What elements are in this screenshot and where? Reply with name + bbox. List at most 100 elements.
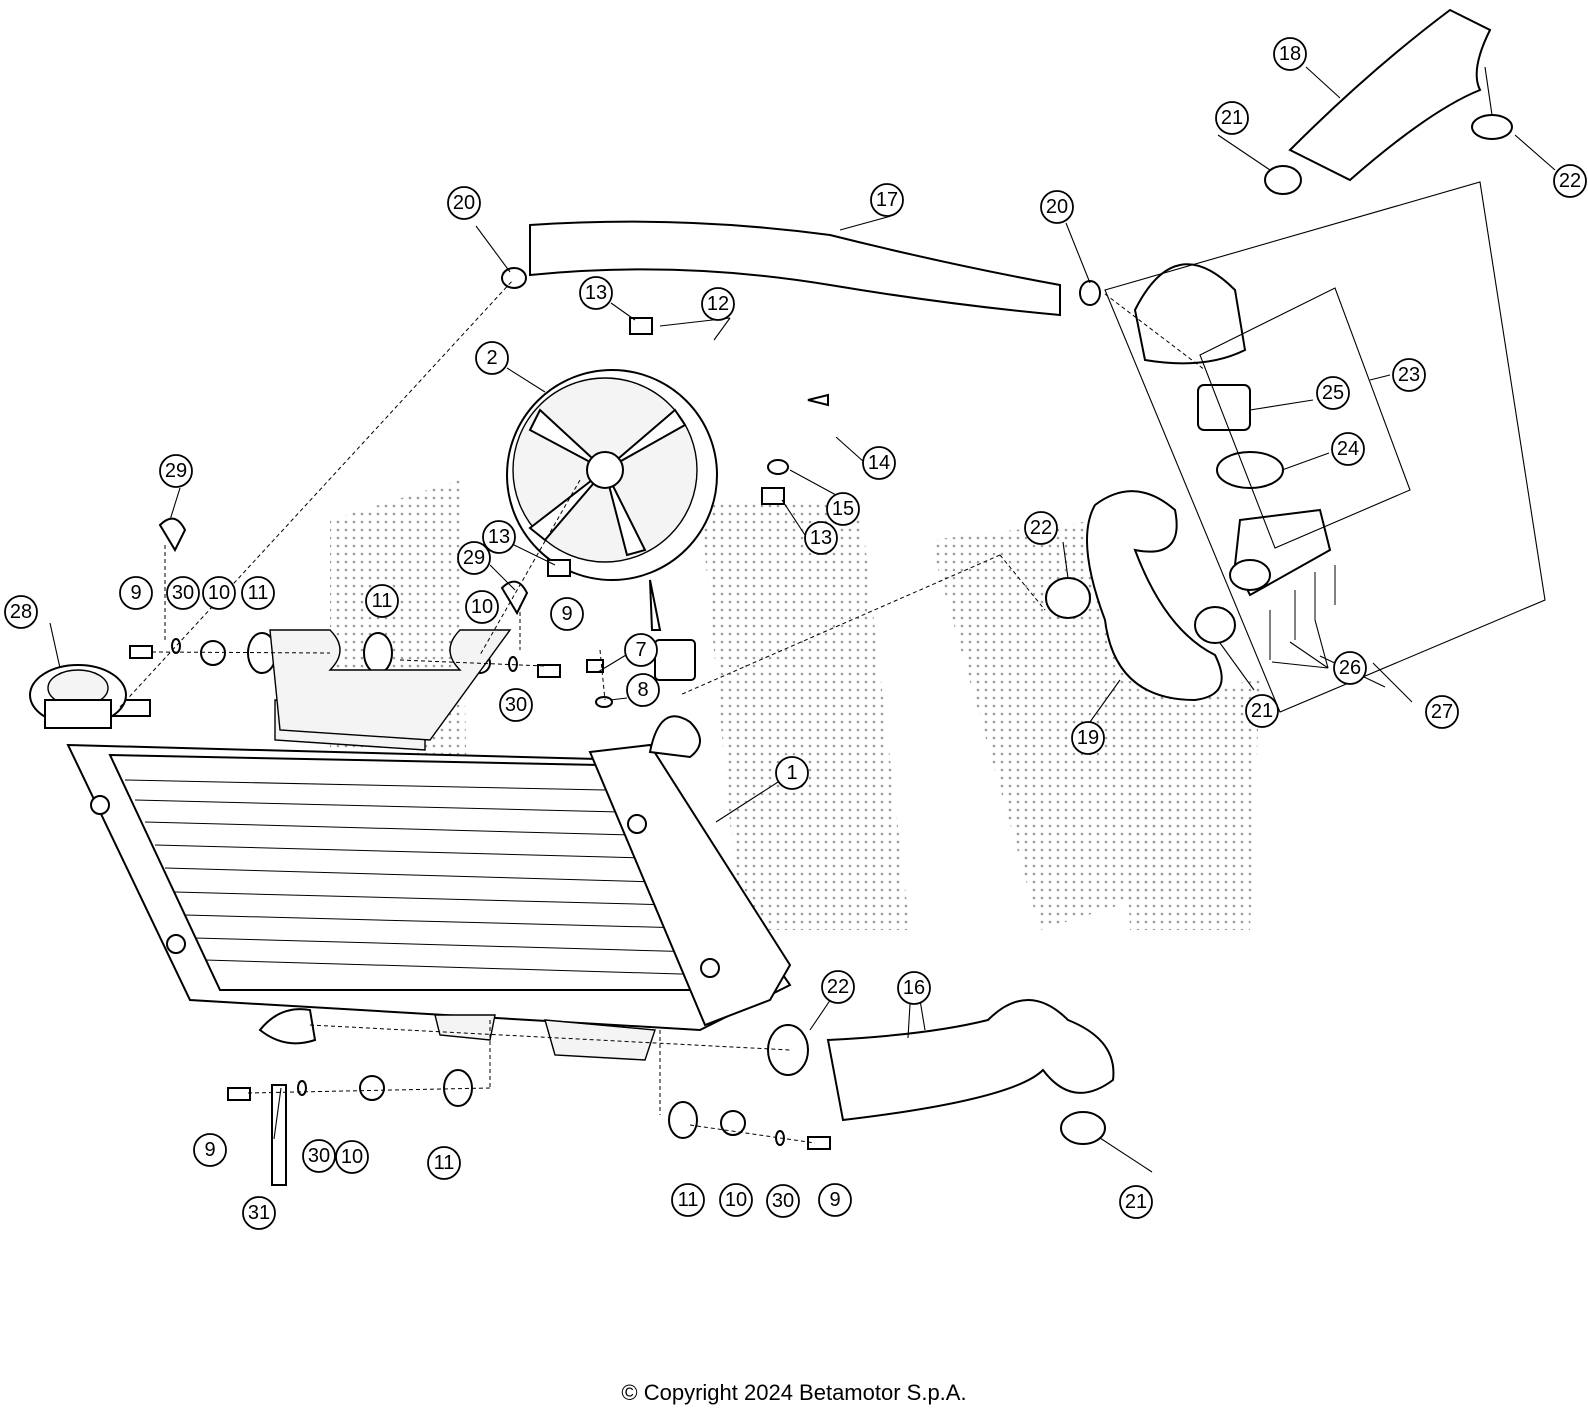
hose-18 <box>1288 8 1492 182</box>
callout-17: 17 <box>870 183 904 217</box>
svg-text:2: 2 <box>486 347 497 369</box>
hose-17 <box>529 220 1061 317</box>
callout-2: 2 <box>475 341 509 375</box>
radiator <box>66 699 792 1045</box>
callout-11: 11 <box>241 576 275 610</box>
svg-text:10: 10 <box>208 582 230 604</box>
svg-text:21: 21 <box>1221 107 1243 129</box>
callout-11: 11 <box>427 1146 461 1180</box>
callout-7: 7 <box>624 633 658 667</box>
svg-text:29: 29 <box>165 460 187 482</box>
callout-13: 13 <box>804 521 838 555</box>
svg-text:22: 22 <box>1559 170 1581 192</box>
svg-text:30: 30 <box>505 694 527 716</box>
svg-text:28: 28 <box>10 601 32 623</box>
callout-11: 11 <box>671 1183 705 1217</box>
callout-19: 19 <box>1071 721 1105 755</box>
thermostat-assembly <box>1133 263 1336 660</box>
callout-29: 29 <box>159 454 193 488</box>
callout-27: 27 <box>1425 695 1459 729</box>
svg-text:30: 30 <box>172 582 194 604</box>
svg-text:10: 10 <box>341 1146 363 1168</box>
callout-9: 9 <box>193 1133 227 1167</box>
callout-30: 30 <box>766 1184 800 1218</box>
callout-21: 21 <box>1245 694 1279 728</box>
callout-1: 1 <box>775 756 809 790</box>
svg-text:26: 26 <box>1339 657 1361 679</box>
svg-text:9: 9 <box>204 1139 215 1161</box>
svg-text:17: 17 <box>876 189 898 211</box>
leader-lines <box>49 66 1556 1173</box>
svg-text:11: 11 <box>248 582 269 604</box>
svg-text:21: 21 <box>1251 700 1273 722</box>
callout-10: 10 <box>335 1140 369 1174</box>
callout-30: 30 <box>499 688 533 722</box>
svg-text:29: 29 <box>463 547 485 569</box>
svg-text:30: 30 <box>772 1190 794 1212</box>
svg-text:13: 13 <box>488 526 510 548</box>
callout-20: 20 <box>1040 190 1074 224</box>
callout-28: 28 <box>4 595 38 629</box>
callout-9: 9 <box>818 1183 852 1217</box>
svg-text:11: 11 <box>678 1189 699 1211</box>
svg-text:30: 30 <box>308 1145 330 1167</box>
callout-9: 9 <box>119 576 153 610</box>
radiator-cap <box>29 664 127 729</box>
callout-18: 18 <box>1273 37 1307 71</box>
copyright-notice: © Copyright 2024 Betamotor S.p.A. <box>621 1380 967 1405</box>
svg-text:9: 9 <box>561 603 572 625</box>
callout-23: 23 <box>1392 358 1426 392</box>
callout-22: 22 <box>1024 511 1058 545</box>
svg-text:24: 24 <box>1337 438 1359 460</box>
svg-text:22: 22 <box>827 976 849 998</box>
mounting-bracket <box>269 629 512 741</box>
callout-30: 30 <box>166 576 200 610</box>
hose-19 <box>1086 490 1223 702</box>
svg-text:10: 10 <box>725 1189 747 1211</box>
svg-text:11: 11 <box>372 590 393 612</box>
callout-29: 29 <box>457 541 491 575</box>
svg-text:31: 31 <box>248 1202 270 1224</box>
callout-13: 13 <box>579 276 613 310</box>
callout-8: 8 <box>626 673 660 707</box>
assembly-frames <box>1104 181 1546 713</box>
callout-24: 24 <box>1331 432 1365 466</box>
svg-text:20: 20 <box>453 192 475 214</box>
assembly-lines <box>119 279 1206 1144</box>
callout-31: 31 <box>242 1196 276 1230</box>
svg-text:8: 8 <box>637 679 648 701</box>
svg-text:19: 19 <box>1077 727 1099 749</box>
svg-text:10: 10 <box>471 596 493 618</box>
svg-text:25: 25 <box>1322 382 1344 404</box>
callout-21: 21 <box>1215 101 1249 135</box>
svg-text:1: 1 <box>786 762 797 784</box>
svg-text:11: 11 <box>434 1152 455 1174</box>
svg-text:21: 21 <box>1125 1191 1147 1213</box>
callout-11: 11 <box>365 584 399 618</box>
callout-10: 10 <box>719 1183 753 1217</box>
callouts: 1 2 7 8 9 9 9 9 10 10 10 10 11 11 11 11 … <box>4 37 1587 1230</box>
svg-text:9: 9 <box>130 582 141 604</box>
callout-12: 12 <box>701 287 735 321</box>
svg-text:13: 13 <box>585 282 607 304</box>
callout-26: 26 <box>1333 651 1367 685</box>
callout-22: 22 <box>1553 164 1587 198</box>
callout-22: 22 <box>821 970 855 1004</box>
svg-text:27: 27 <box>1431 701 1453 723</box>
svg-text:9: 9 <box>829 1189 840 1211</box>
callout-14: 14 <box>862 446 896 480</box>
svg-text:23: 23 <box>1398 364 1420 386</box>
callout-13: 13 <box>482 520 516 554</box>
lower-bracket-left <box>434 1014 496 1041</box>
svg-text:7: 7 <box>635 639 646 661</box>
svg-text:20: 20 <box>1046 196 1068 218</box>
callout-15: 15 <box>826 492 860 526</box>
svg-text:16: 16 <box>903 977 925 999</box>
parts <box>29 8 1513 1186</box>
callout-16: 16 <box>897 971 931 1005</box>
callout-10: 10 <box>202 576 236 610</box>
clamps-and-hardware <box>129 114 1513 1186</box>
svg-text:14: 14 <box>868 452 890 474</box>
callout-9: 9 <box>550 597 584 631</box>
